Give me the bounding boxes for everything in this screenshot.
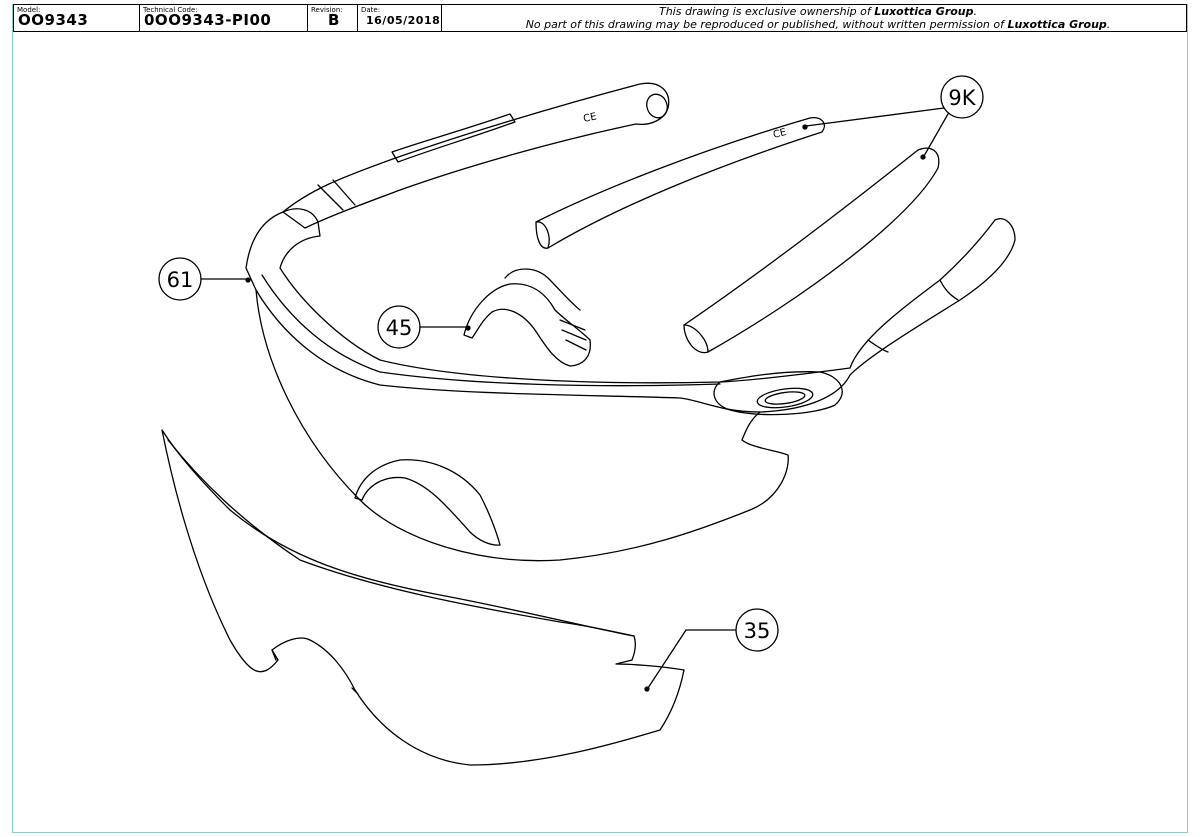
frame-temple-insert <box>391 113 516 163</box>
nosepad-ribs <box>559 319 587 351</box>
ce-mark-earsock: CE <box>772 127 788 141</box>
frame-logo-ellipse <box>756 387 814 409</box>
frame-part: CE <box>245 82 1016 562</box>
lens-outline <box>161 429 685 766</box>
callout-45-label: 45 <box>386 316 413 340</box>
callout-9k: 9K <box>802 75 984 160</box>
nosepad-back <box>504 268 581 311</box>
frame-front-bar <box>245 208 1016 413</box>
callout-9k-leader-1 <box>805 107 945 127</box>
lens-notch-mid <box>351 687 359 695</box>
frame-front-inner <box>261 274 721 387</box>
frame-lower-rim <box>255 289 789 562</box>
callout-35-dot <box>644 686 650 692</box>
callout-9k-circle <box>940 75 984 119</box>
nosepad-part <box>463 268 591 367</box>
lens-part <box>161 429 685 766</box>
technical-code-cell: Technical Code: 0OO9343-PI00 <box>140 5 308 31</box>
nosepad-body <box>463 283 591 367</box>
callout-9k-leader-2 <box>923 113 949 157</box>
lens-notch-left <box>271 649 277 661</box>
ce-mark-frame: CE <box>582 111 597 125</box>
callout-35-label: 35 <box>744 619 771 643</box>
model-value: OO9343 <box>18 11 89 29</box>
notice-line-1: This drawing is exclusive ownership of L… <box>658 5 978 18</box>
lens-inner-edge <box>167 439 635 637</box>
title-block: Model: OO9343 Technical Code: 0OO9343-PI… <box>13 4 1187 32</box>
ownership-notice: This drawing is exclusive ownership of L… <box>454 5 1182 31</box>
callout-9k-dot-1 <box>802 124 808 130</box>
frame-right-temple-seam-2 <box>867 339 889 353</box>
callout-9k-label: 9K <box>948 86 976 110</box>
technical-code-value: 0OO9343-PI00 <box>144 11 272 29</box>
technical-code-label: Technical Code: <box>143 6 198 14</box>
frame-hinge-hole <box>646 93 668 119</box>
date-label: Date: <box>361 6 381 14</box>
callout-35: 35 <box>644 608 779 692</box>
frame-right-temple-seam <box>939 279 959 301</box>
model-cell: Model: OO9343 <box>14 5 140 31</box>
date-cell: Date: 16/05/2018 <box>358 5 442 31</box>
earsock-lower-end <box>683 324 709 353</box>
frame-left-temple <box>282 82 670 229</box>
frame-nose-cutout <box>354 459 501 546</box>
date-value: 16/05/2018 <box>366 14 441 27</box>
revision-value: B <box>328 11 340 29</box>
notice-line-2: No part of this drawing may be reproduce… <box>525 18 1111 31</box>
earsock-lower <box>683 147 940 354</box>
earsocks-part: CE <box>535 117 940 354</box>
callout-45-dot <box>465 325 471 331</box>
earsock-upper-end <box>535 221 550 249</box>
revision-cell: Revision: B <box>308 5 358 31</box>
frame-temple-seam-2 <box>332 179 356 206</box>
callout-61-dot <box>245 277 251 283</box>
callout-9k-dot-2 <box>920 154 926 160</box>
callout-35-leader-d <box>647 629 687 689</box>
frame-temple-seam <box>317 184 344 211</box>
frame-logo-plate <box>713 371 843 416</box>
model-label: Model: <box>17 6 41 14</box>
callout-61-label: 61 <box>167 268 194 292</box>
frame-logo-ellipse-inner <box>764 391 806 405</box>
revision-label: Revision: <box>311 6 343 14</box>
callout-45: 45 <box>377 305 471 349</box>
callout-61: 61 <box>158 257 251 301</box>
